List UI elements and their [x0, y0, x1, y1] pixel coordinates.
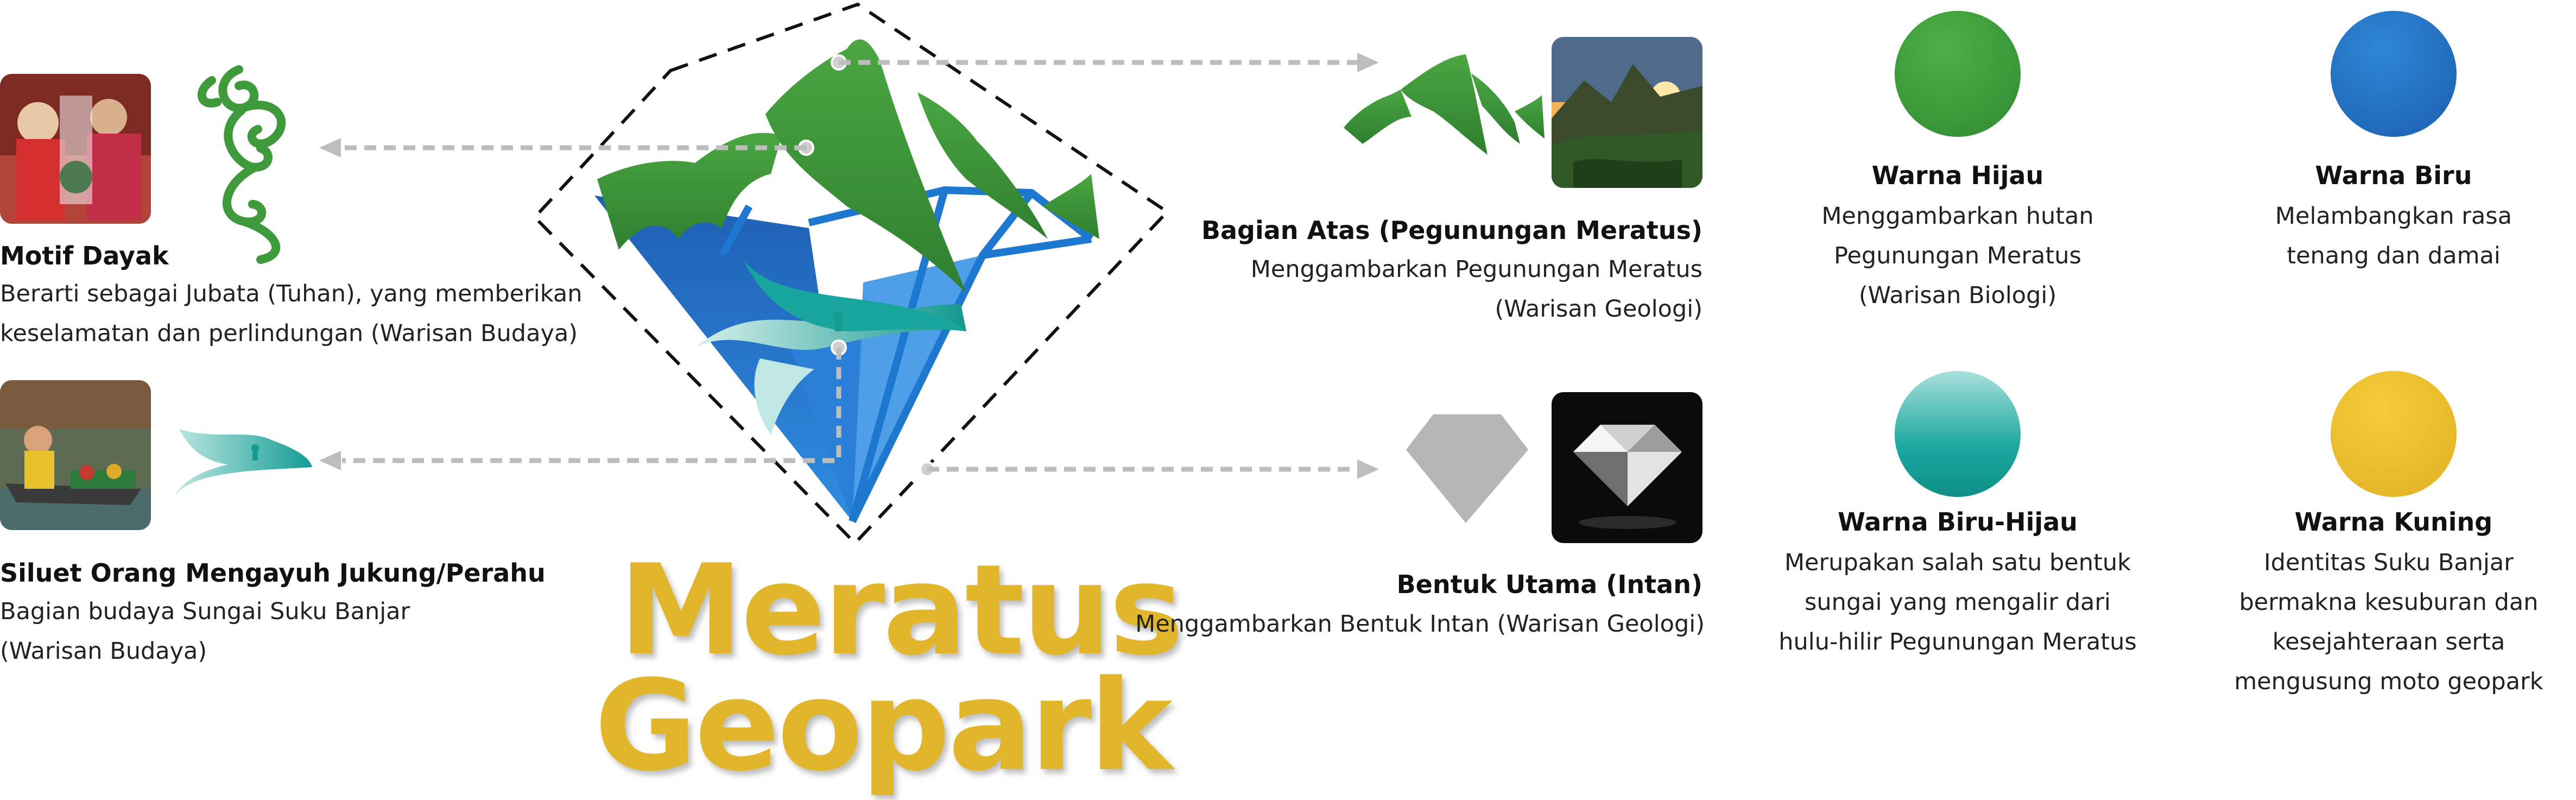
- meratus-geopark-logo: [521, 0, 1173, 554]
- warna-biru-hijau-title: Warna Biru-Hijau: [1838, 507, 2078, 537]
- diamond-shape-icon: [1401, 406, 1531, 526]
- teal-color-swatch: [1895, 371, 2021, 497]
- bentuk-utama-desc: Menggambarkan Bentuk Intan (Warisan Geol…: [1135, 610, 1705, 638]
- motif-dayak-desc: Berarti sebagai Jubata (Tuhan), yang mem…: [0, 280, 583, 347]
- bagian-atas-desc: Menggambarkan Pegunungan Meratus (Warisa…: [1250, 256, 1702, 323]
- warna-hijau-desc: Menggambarkan hutan Pegunungan Meratus (…: [1821, 203, 2094, 309]
- mountain-sunset-photo: [1552, 37, 1702, 188]
- yellow-color-swatch: [2331, 371, 2457, 497]
- green-color-swatch: [1895, 11, 2021, 137]
- siluet-desc: Bagian budaya Sungai Suku Banjar (Warisa…: [0, 598, 410, 665]
- dayak-dancers-photo: [0, 74, 151, 224]
- warna-biru-title: Warna Biru: [2315, 161, 2472, 190]
- boat-silhouette-icon: [163, 418, 315, 500]
- warna-biru-desc: Melambangkan rasa tenang dan damai: [2275, 203, 2512, 269]
- warna-kuning-desc: Identitas Suku Banjar bermakna kesuburan…: [2234, 549, 2543, 695]
- connector-arrows: [304, 43, 1390, 489]
- dayak-motif-icon: [179, 59, 304, 265]
- warna-hijau-title: Warna Hijau: [1871, 161, 2044, 190]
- blue-color-swatch: [2331, 11, 2457, 137]
- logo-meratus: Meratus: [619, 538, 1183, 683]
- bentuk-utama-title: Bentuk Utama (Intan): [1396, 570, 1702, 599]
- mountains-icon: [1341, 52, 1547, 160]
- motif-dayak-title: Motif Dayak: [0, 241, 169, 270]
- bagian-atas-title: Bagian Atas (Pegunungan Meratus): [1201, 216, 1702, 245]
- warna-biru-hijau-desc: Merupakan salah satu bentuk sungai yang …: [1778, 549, 2137, 656]
- siluet-title: Siluet Orang Mengayuh Jukung/Perahu: [0, 558, 546, 588]
- boat-paddler-photo: [0, 380, 151, 530]
- warna-kuning-title: Warna Kuning: [2294, 507, 2493, 537]
- logo-geopark: Geopark: [594, 654, 1173, 799]
- diamond-photo: [1552, 392, 1702, 543]
